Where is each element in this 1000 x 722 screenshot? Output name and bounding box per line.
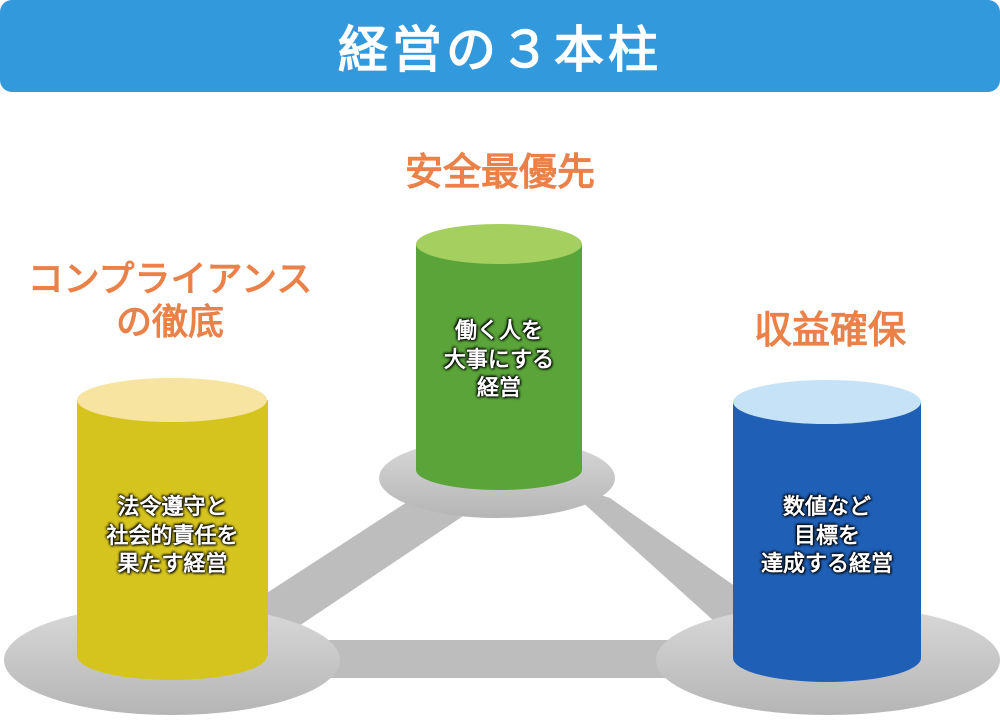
pillar-right [733,380,921,682]
pillar-left [77,378,268,680]
pillar-left-line-1: 法令遵守と [117,495,228,520]
beam-center-right [560,482,790,640]
label-left-line-1: コンプライアンス [27,259,313,300]
label-left-line-2: の徹底 [115,302,224,344]
pillar-right-line-2: 目標を [793,523,860,549]
pillar-left-text: 法令遵守と 社会的責任を 果たす経営 [77,494,268,580]
label-center: 安全最優先 [404,150,595,194]
pillar-left-line-3: 果たす経営 [117,552,228,578]
pillar-center-line-1: 働く人を [454,319,543,344]
page-title: 経営の３本柱 [338,21,662,79]
pillar-left-line-2: 社会的責任を [106,523,239,549]
pillar-center-text: 働く人を 大事にする 経営 [416,318,582,404]
label-right: 収益確保 [753,308,906,352]
pillar-center [416,224,582,490]
beam-center-left [225,482,490,640]
pillar-center-line-2: 大事にする [443,347,555,373]
pillar-center-line-3: 経営 [476,376,521,402]
pillar-right-line-1: 数値など [782,495,871,520]
pillar-right-line-3: 達成する経営 [760,552,893,578]
pillar-right-text: 数値など 目標を 達成する経営 [733,494,921,580]
label-left: コンプライアンス の徹底 [0,258,340,344]
header-banner: 経営の３本柱 [0,0,1000,92]
